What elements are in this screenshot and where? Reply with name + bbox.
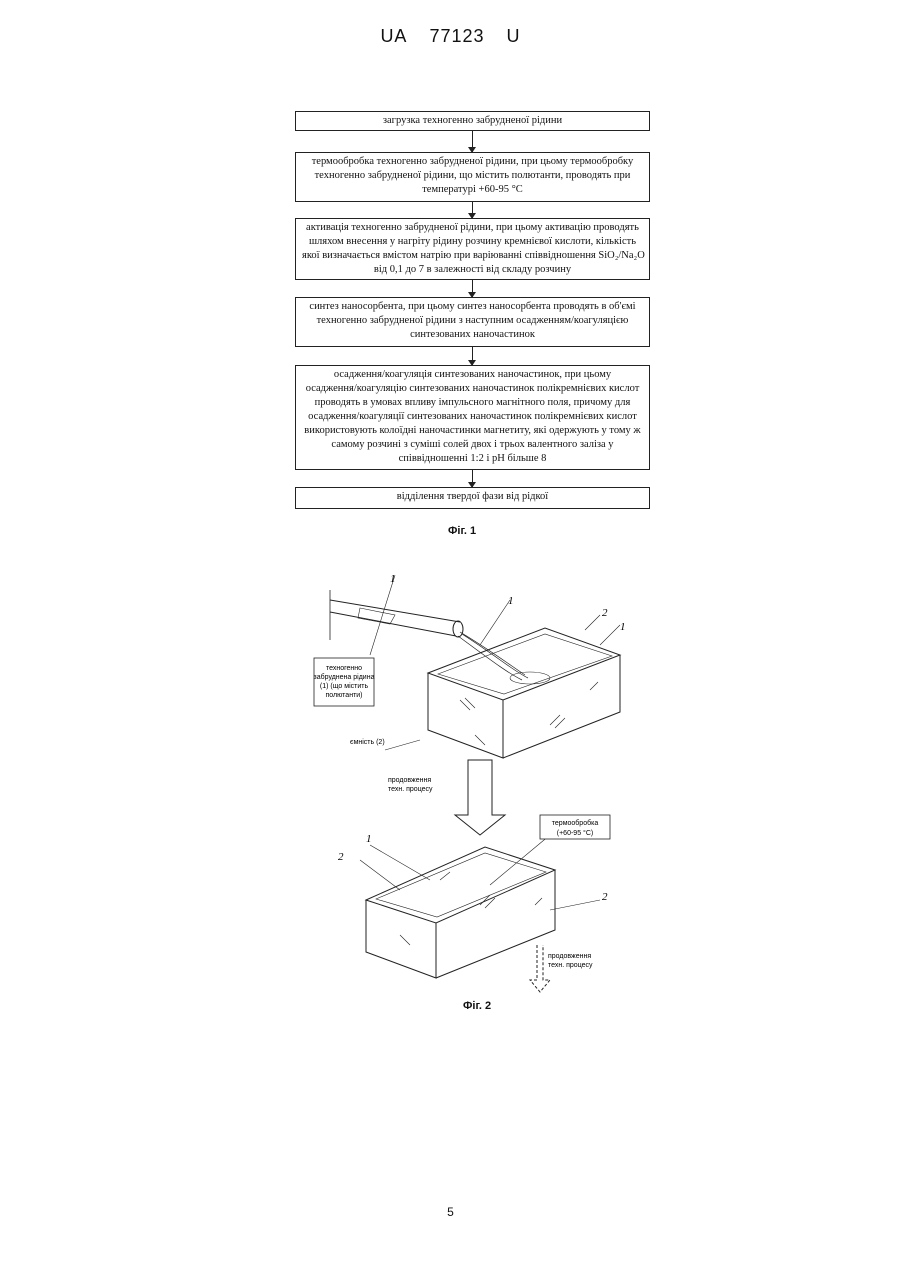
- svg-text:полютанти): полютанти): [325, 692, 362, 699]
- flow-step-5: осадження/коагуляція синтезованих наноча…: [295, 365, 650, 470]
- pipe-icon: [330, 600, 460, 636]
- fig2-caption: Фіг. 2: [463, 1000, 491, 1012]
- header-number: 77123: [429, 26, 484, 46]
- num-2: 2: [338, 851, 344, 863]
- flow-step-1: загрузка техногенно забрудненої рідини: [295, 111, 650, 131]
- fig2-drawing: 1 1 2 1 1 2 2 техногенно забруднена ріди…: [300, 560, 640, 1030]
- svg-text:техногенно: техногенно: [326, 665, 362, 672]
- down-arrow-icon: [455, 760, 505, 835]
- fig1-caption: Фіг. 1: [448, 525, 476, 537]
- svg-text:(1) (що містить: (1) (що містить: [320, 682, 369, 690]
- header-country: UA: [380, 26, 407, 46]
- label-vessel: ємність (2): [350, 738, 385, 746]
- flow-step-4: синтез наносорбента, при цьому синтез на…: [295, 297, 650, 347]
- svg-text:продовження: продовження: [388, 777, 431, 784]
- svg-text:забруднена рідина: забруднена рідина: [314, 673, 375, 681]
- svg-text:(+60-95 °С): (+60-95 °С): [557, 829, 593, 837]
- header-kind: U: [507, 26, 521, 46]
- num-1: 1: [508, 595, 514, 607]
- page-number: 5: [0, 1205, 901, 1219]
- svg-text:техн. процесу: техн. процесу: [548, 962, 593, 969]
- vessel-bottom-outline: [366, 847, 555, 923]
- patent-header: UA 77123 U: [0, 26, 901, 47]
- flow-step-2: термообробка техногенно забрудненої ріди…: [295, 152, 650, 202]
- svg-text:термообробка: термообробка: [552, 819, 599, 827]
- flow-arrow: [472, 280, 473, 297]
- num-2: 2: [602, 607, 608, 619]
- flow-arrow: [472, 347, 473, 365]
- flow-arrow: [472, 202, 473, 218]
- flow-arrow: [472, 131, 473, 152]
- svg-text:техн. процесу: техн. процесу: [388, 786, 433, 793]
- num-1: 1: [620, 621, 626, 633]
- num-2: 2: [602, 891, 608, 903]
- dashed-arrow-icon: [530, 945, 550, 992]
- flow-step-6: відділення твердої фази від рідкої: [295, 487, 650, 509]
- num-1: 1: [390, 573, 396, 585]
- num-1: 1: [366, 833, 372, 845]
- flow-step-3: активація техногенно забрудненої рідини,…: [295, 218, 650, 280]
- svg-text:продовження: продовження: [548, 953, 591, 960]
- flow-arrow: [472, 470, 473, 487]
